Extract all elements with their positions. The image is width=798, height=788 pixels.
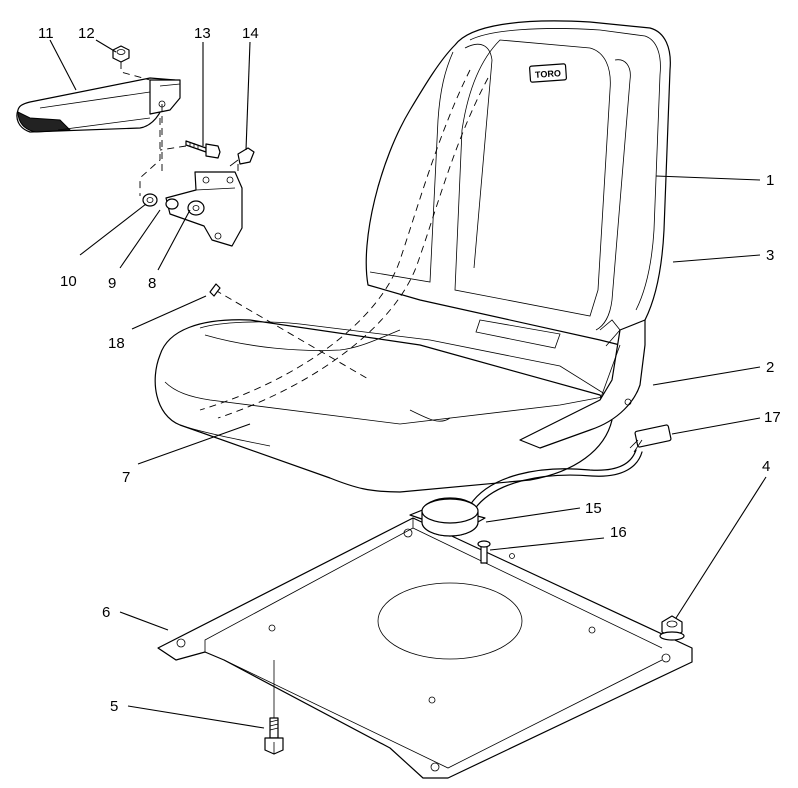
armrest-nut [112, 45, 130, 63]
callout-11: 11 [38, 25, 54, 42]
callout-4: 4 [762, 458, 770, 475]
callout-15: 15 [585, 500, 602, 517]
armrest-alignment-lines [120, 62, 239, 196]
wire-harness [469, 424, 672, 511]
callout-1: 1 [766, 172, 774, 189]
hidden-line-harness [199, 69, 471, 411]
flange-nut [659, 615, 685, 641]
mounting-plate [157, 517, 693, 779]
callout-14: 14 [242, 25, 259, 42]
callout-16: 16 [610, 524, 627, 541]
callout-12: 12 [78, 25, 95, 42]
callout-labels: 1 2 3 4 5 6 7 8 9 10 11 12 13 14 15 16 1… [38, 25, 781, 715]
switch-screw [477, 540, 491, 564]
toro-logo-badge [529, 63, 567, 83]
armrest-bolt [185, 140, 221, 159]
callout-10: 10 [60, 273, 77, 290]
harness-connector [634, 424, 672, 448]
hidden-line-harness-2 [217, 77, 489, 419]
bracket-screw [229, 147, 255, 167]
hex-bolt [264, 660, 284, 755]
callout-7: 7 [122, 469, 130, 486]
leader-lines [49, 39, 767, 729]
harness-clip [209, 283, 221, 297]
callout-18: 18 [108, 335, 125, 352]
armrest [16, 77, 181, 133]
callout-17: 17 [764, 409, 781, 426]
callout-8: 8 [148, 275, 156, 292]
seat-shell-side [519, 319, 646, 449]
toro-logo-text: TORO [535, 68, 561, 80]
callout-2: 2 [766, 359, 774, 376]
seat-switch [409, 497, 486, 537]
pivot-hardware [142, 193, 205, 216]
callout-6: 6 [102, 604, 110, 621]
hidden-line-switch [214, 289, 371, 381]
callout-13: 13 [194, 25, 211, 42]
callout-5: 5 [110, 698, 118, 715]
seat-back: TORO [365, 20, 671, 349]
callout-3: 3 [766, 247, 774, 264]
callout-9: 9 [108, 275, 116, 292]
